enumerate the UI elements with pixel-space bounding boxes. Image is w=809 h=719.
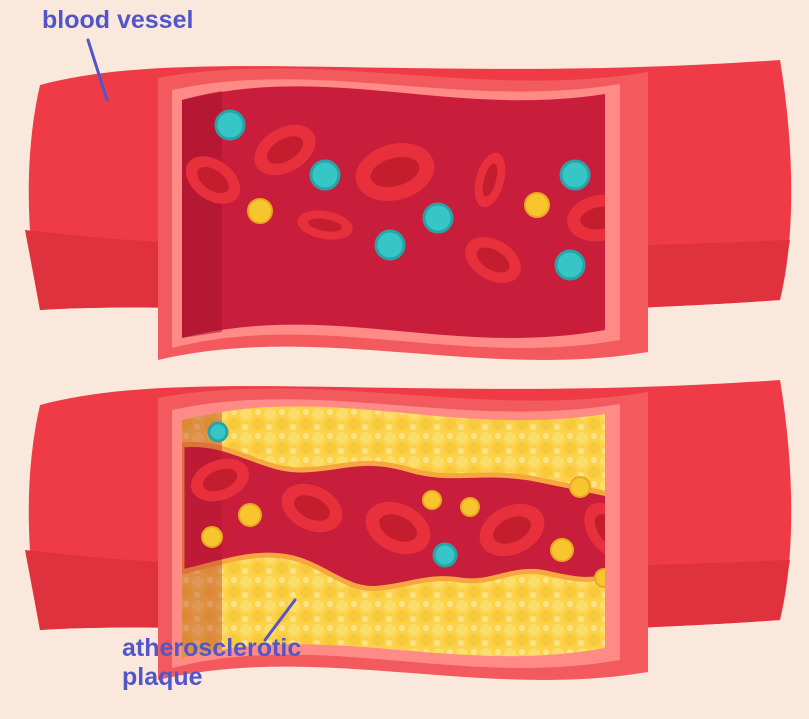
red-blood-cell <box>355 143 435 201</box>
platelet <box>594 568 605 588</box>
white-blood-cell <box>374 229 406 261</box>
red-blood-cell <box>365 501 431 555</box>
red-blood-cell <box>479 503 545 557</box>
lumen-shadow <box>182 91 222 338</box>
white-blood-cell <box>422 202 454 234</box>
red-blood-cell <box>567 194 605 242</box>
plaque-label-line2: plaque <box>122 663 203 691</box>
platelet <box>247 198 273 224</box>
platelet <box>422 490 442 510</box>
plaque-leader-line <box>263 598 297 642</box>
white-blood-cell <box>559 159 591 191</box>
white-blood-cell <box>309 159 341 191</box>
red-blood-cell <box>297 210 353 240</box>
red-blood-cell <box>281 483 343 533</box>
blood-vessel-label: blood vessel <box>42 6 194 34</box>
red-blood-cell <box>584 502 605 558</box>
red-blood-cell <box>190 458 250 502</box>
platelet <box>460 497 480 517</box>
red-blood-cell <box>254 124 316 176</box>
healthy-vessel <box>25 60 792 360</box>
blocked-vessel <box>25 380 792 680</box>
platelet <box>550 538 574 562</box>
white-blood-cell <box>214 109 246 141</box>
white-blood-cell <box>432 542 458 568</box>
white-blood-cell <box>207 421 229 443</box>
vessel-leader-line <box>86 38 109 102</box>
platelet <box>569 476 591 498</box>
platelet <box>201 526 223 548</box>
plaque-label-line1: atherosclerotic <box>122 634 302 662</box>
plaque-label: atherosclerotic plaque <box>122 634 301 692</box>
red-blood-cell <box>465 237 521 283</box>
platelet <box>524 192 550 218</box>
platelet <box>238 503 262 527</box>
red-blood-cell <box>185 156 241 204</box>
red-blood-cell <box>474 152 506 208</box>
white-blood-cell <box>554 249 586 281</box>
